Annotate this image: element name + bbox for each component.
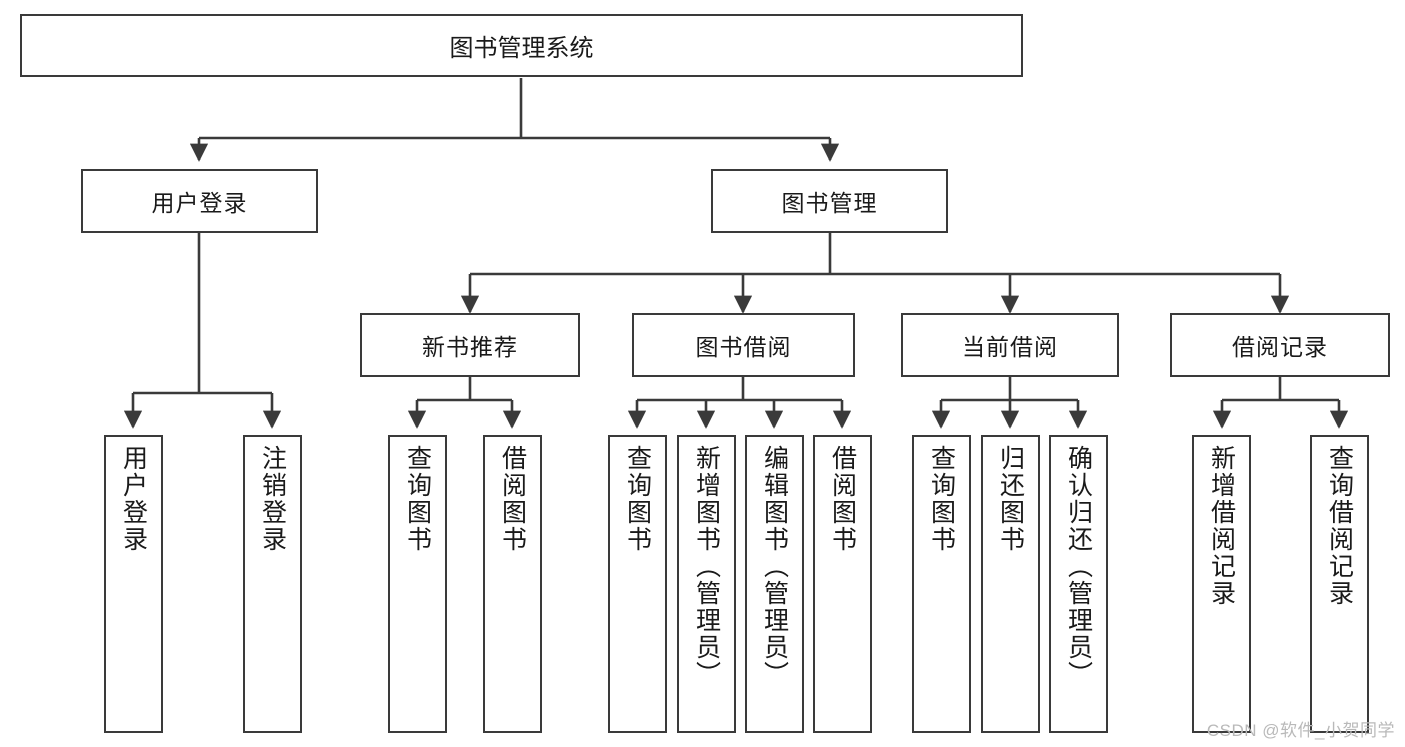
node-leaf-query-book-3[interactable]: 查询图书 xyxy=(912,435,971,733)
node-label: 图书管理系统 xyxy=(449,35,594,62)
node-leaf-user-login[interactable]: 用户登录 xyxy=(104,435,163,733)
node-leaf-borrow-book-1[interactable]: 借阅图书 xyxy=(483,435,542,733)
node-label: 用户登录 xyxy=(119,445,148,553)
node-leaf-logout-login[interactable]: 注销登录 xyxy=(243,435,302,733)
node-label: 用户登录 xyxy=(151,190,248,216)
node-leaf-query-record[interactable]: 查询借阅记录 xyxy=(1310,435,1369,733)
node-leaf-confirm-return[interactable]: 确认归还（管理员） xyxy=(1049,435,1108,733)
node-label: 图书借阅 xyxy=(695,334,792,360)
node-leaf-edit-book[interactable]: 编辑图书（管理员） xyxy=(745,435,804,733)
node-label: 当前借阅 xyxy=(962,334,1058,360)
node-label: 图书管理 xyxy=(781,190,878,216)
node-current-borrow[interactable]: 当前借阅 xyxy=(901,313,1119,377)
node-label: 确认归还（管理员） xyxy=(1064,445,1093,688)
node-leaf-add-record[interactable]: 新增借阅记录 xyxy=(1192,435,1251,733)
node-label: 查询借阅记录 xyxy=(1325,445,1354,607)
node-label: 借阅图书 xyxy=(828,445,857,553)
node-label: 新书推荐 xyxy=(422,334,518,360)
node-book-manage[interactable]: 图书管理 xyxy=(711,169,948,233)
node-label: 新增借阅记录 xyxy=(1207,445,1236,607)
node-label: 新增图书（管理员） xyxy=(692,445,721,688)
node-label: 借阅图书 xyxy=(498,445,527,553)
node-leaf-query-book-1[interactable]: 查询图书 xyxy=(388,435,447,733)
node-borrow-record[interactable]: 借阅记录 xyxy=(1170,313,1390,377)
node-new-book-rec[interactable]: 新书推荐 xyxy=(360,313,580,377)
node-label: 归还图书 xyxy=(996,445,1025,553)
node-user-login[interactable]: 用户登录 xyxy=(81,169,318,233)
node-label: 查询图书 xyxy=(927,445,956,553)
node-label: 借阅记录 xyxy=(1232,334,1328,360)
node-book-borrow[interactable]: 图书借阅 xyxy=(632,313,855,377)
node-root-system[interactable]: 图书管理系统 xyxy=(20,14,1023,77)
node-leaf-query-book-2[interactable]: 查询图书 xyxy=(608,435,667,733)
node-leaf-return-book[interactable]: 归还图书 xyxy=(981,435,1040,733)
node-label: 查询图书 xyxy=(403,445,432,553)
node-label: 编辑图书（管理员） xyxy=(760,445,789,688)
watermark-text: CSDN @软件_小贺同学 xyxy=(1206,721,1395,740)
node-label: 注销登录 xyxy=(258,445,287,553)
node-leaf-add-book[interactable]: 新增图书（管理员） xyxy=(677,435,736,733)
node-leaf-borrow-book-2[interactable]: 借阅图书 xyxy=(813,435,872,733)
node-label: 查询图书 xyxy=(623,445,652,553)
